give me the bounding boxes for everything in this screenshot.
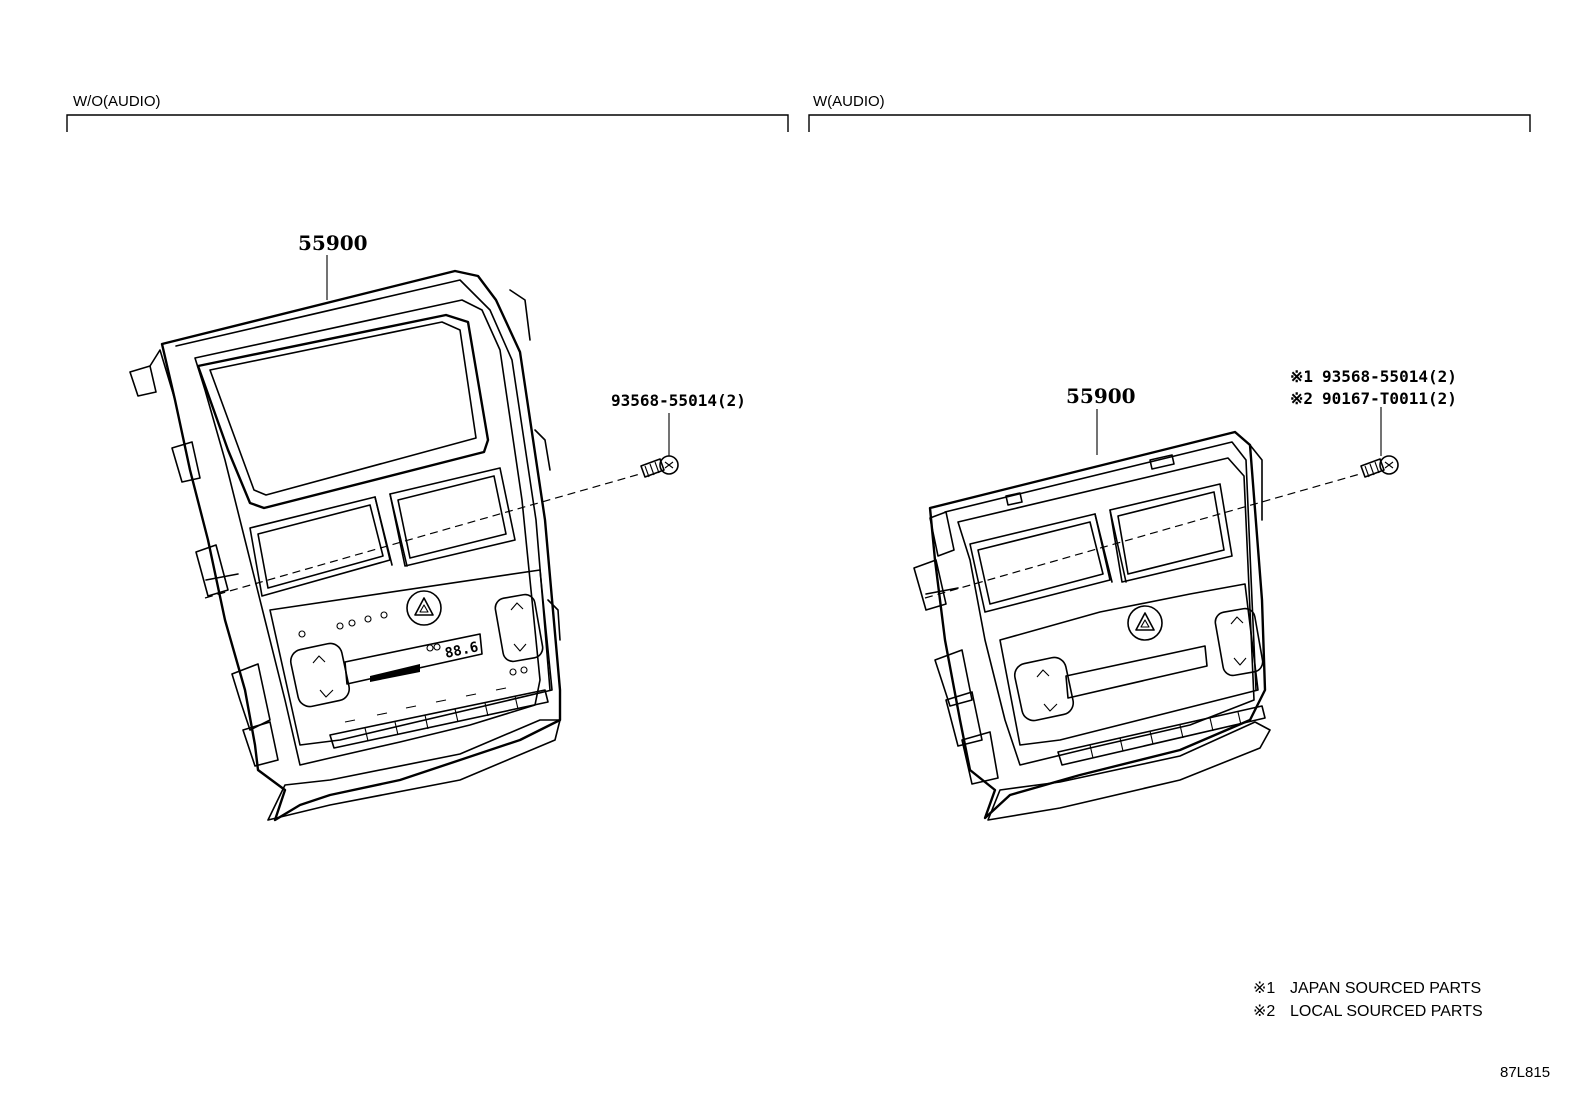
right-vent-left [969, 513, 1111, 613]
right-screw [1360, 455, 1399, 478]
section-left-bracket: W/O(AUDIO) [66, 93, 789, 132]
right-temp-rocker-left [1013, 656, 1075, 722]
left-screen-frame [196, 313, 490, 510]
note-mark-1: ※1 [1253, 980, 1275, 997]
right-panel-outline [928, 430, 1267, 820]
section-right-bracket: W(AUDIO) [808, 93, 1531, 132]
right-hazard-button [1127, 605, 1163, 641]
diagram-code: 87L815 [1500, 1064, 1550, 1081]
left-hazard-button [406, 590, 442, 626]
note-text-2: LOCAL SOURCED PARTS [1290, 1003, 1483, 1020]
right-fastener-ref-2: 90167-T0011(2) [1322, 389, 1457, 408]
left-panel-assembly: 55900 88.6 [129, 231, 746, 822]
left-vent-left [249, 496, 391, 597]
section-left-title: W/O(AUDIO) [73, 93, 161, 110]
left-fastener-ref: 93568-55014(2) [611, 391, 746, 410]
right-fastener-mark-1: ※1 [1290, 367, 1313, 386]
right-screw-leader [924, 473, 1361, 599]
right-temp-rocker-right [1214, 607, 1264, 677]
right-fastener-mark-2: ※2 [1290, 389, 1313, 408]
left-climate-display [344, 633, 483, 685]
right-fastener-ref-1: 93568-55014(2) [1322, 367, 1457, 386]
left-screw [640, 455, 679, 478]
left-part-number: 55900 [298, 231, 368, 255]
right-button-row [1057, 705, 1266, 766]
note-text-1: JAPAN SOURCED PARTS [1290, 980, 1481, 997]
note-mark-2: ※2 [1253, 1003, 1275, 1020]
right-part-number: 55900 [1066, 384, 1136, 408]
right-panel-assembly: 55900 [913, 367, 1457, 821]
right-vent-right [1109, 483, 1233, 583]
left-hazard-icon [414, 597, 434, 616]
right-climate-display [1065, 645, 1208, 699]
left-display-readout: 88.6 [444, 639, 480, 662]
left-temp-rocker-left [289, 642, 351, 708]
sourcing-notes: ※1 JAPAN SOURCED PARTS ※2 LOCAL SOURCED … [1253, 980, 1483, 1020]
section-right-title: W(AUDIO) [813, 93, 885, 110]
right-hazard-icon [1135, 612, 1155, 631]
left-temp-rocker-right [494, 593, 544, 663]
left-button-row [329, 689, 549, 749]
left-screw-leader [204, 473, 641, 599]
